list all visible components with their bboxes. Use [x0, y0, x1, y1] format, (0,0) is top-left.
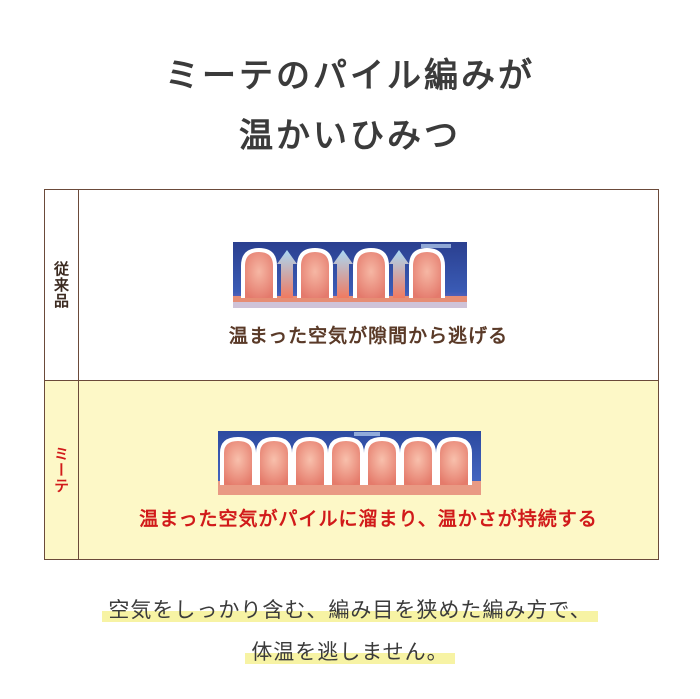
- page-title-line-2: 温かいひみつ: [239, 116, 461, 156]
- conventional-label: 従来品: [52, 261, 70, 309]
- mite-label: ミーテ: [52, 446, 70, 494]
- conventional-label-cell: 従来品: [45, 190, 79, 380]
- conventional-caption: 温まった空気が隙間から逃げる: [228, 325, 509, 347]
- conventional-pile-diagram: [233, 242, 467, 308]
- comparison-table: 従来品: [44, 189, 659, 560]
- footer-line-1: 空気をしっかり含む、編み目を狭めた編み方で、: [0, 594, 700, 624]
- footer-line-2: 体温を逃しません。: [0, 636, 700, 666]
- footer-line-2-text: 体温を逃しません。: [245, 640, 455, 664]
- footer-line-1-text: 空気をしっかり含む、編み目を狭めた編み方で、: [102, 598, 598, 622]
- mite-pile-diagram: [218, 431, 481, 495]
- page-title-line-1: ミーテのパイル編みが: [165, 56, 535, 96]
- mite-caption: 温まった空気がパイルに溜まり、温かさが持続する: [139, 508, 598, 530]
- conventional-row: 従来品: [45, 190, 658, 381]
- mite-row: ミーテ: [45, 381, 658, 559]
- mite-label-cell: ミーテ: [45, 381, 79, 559]
